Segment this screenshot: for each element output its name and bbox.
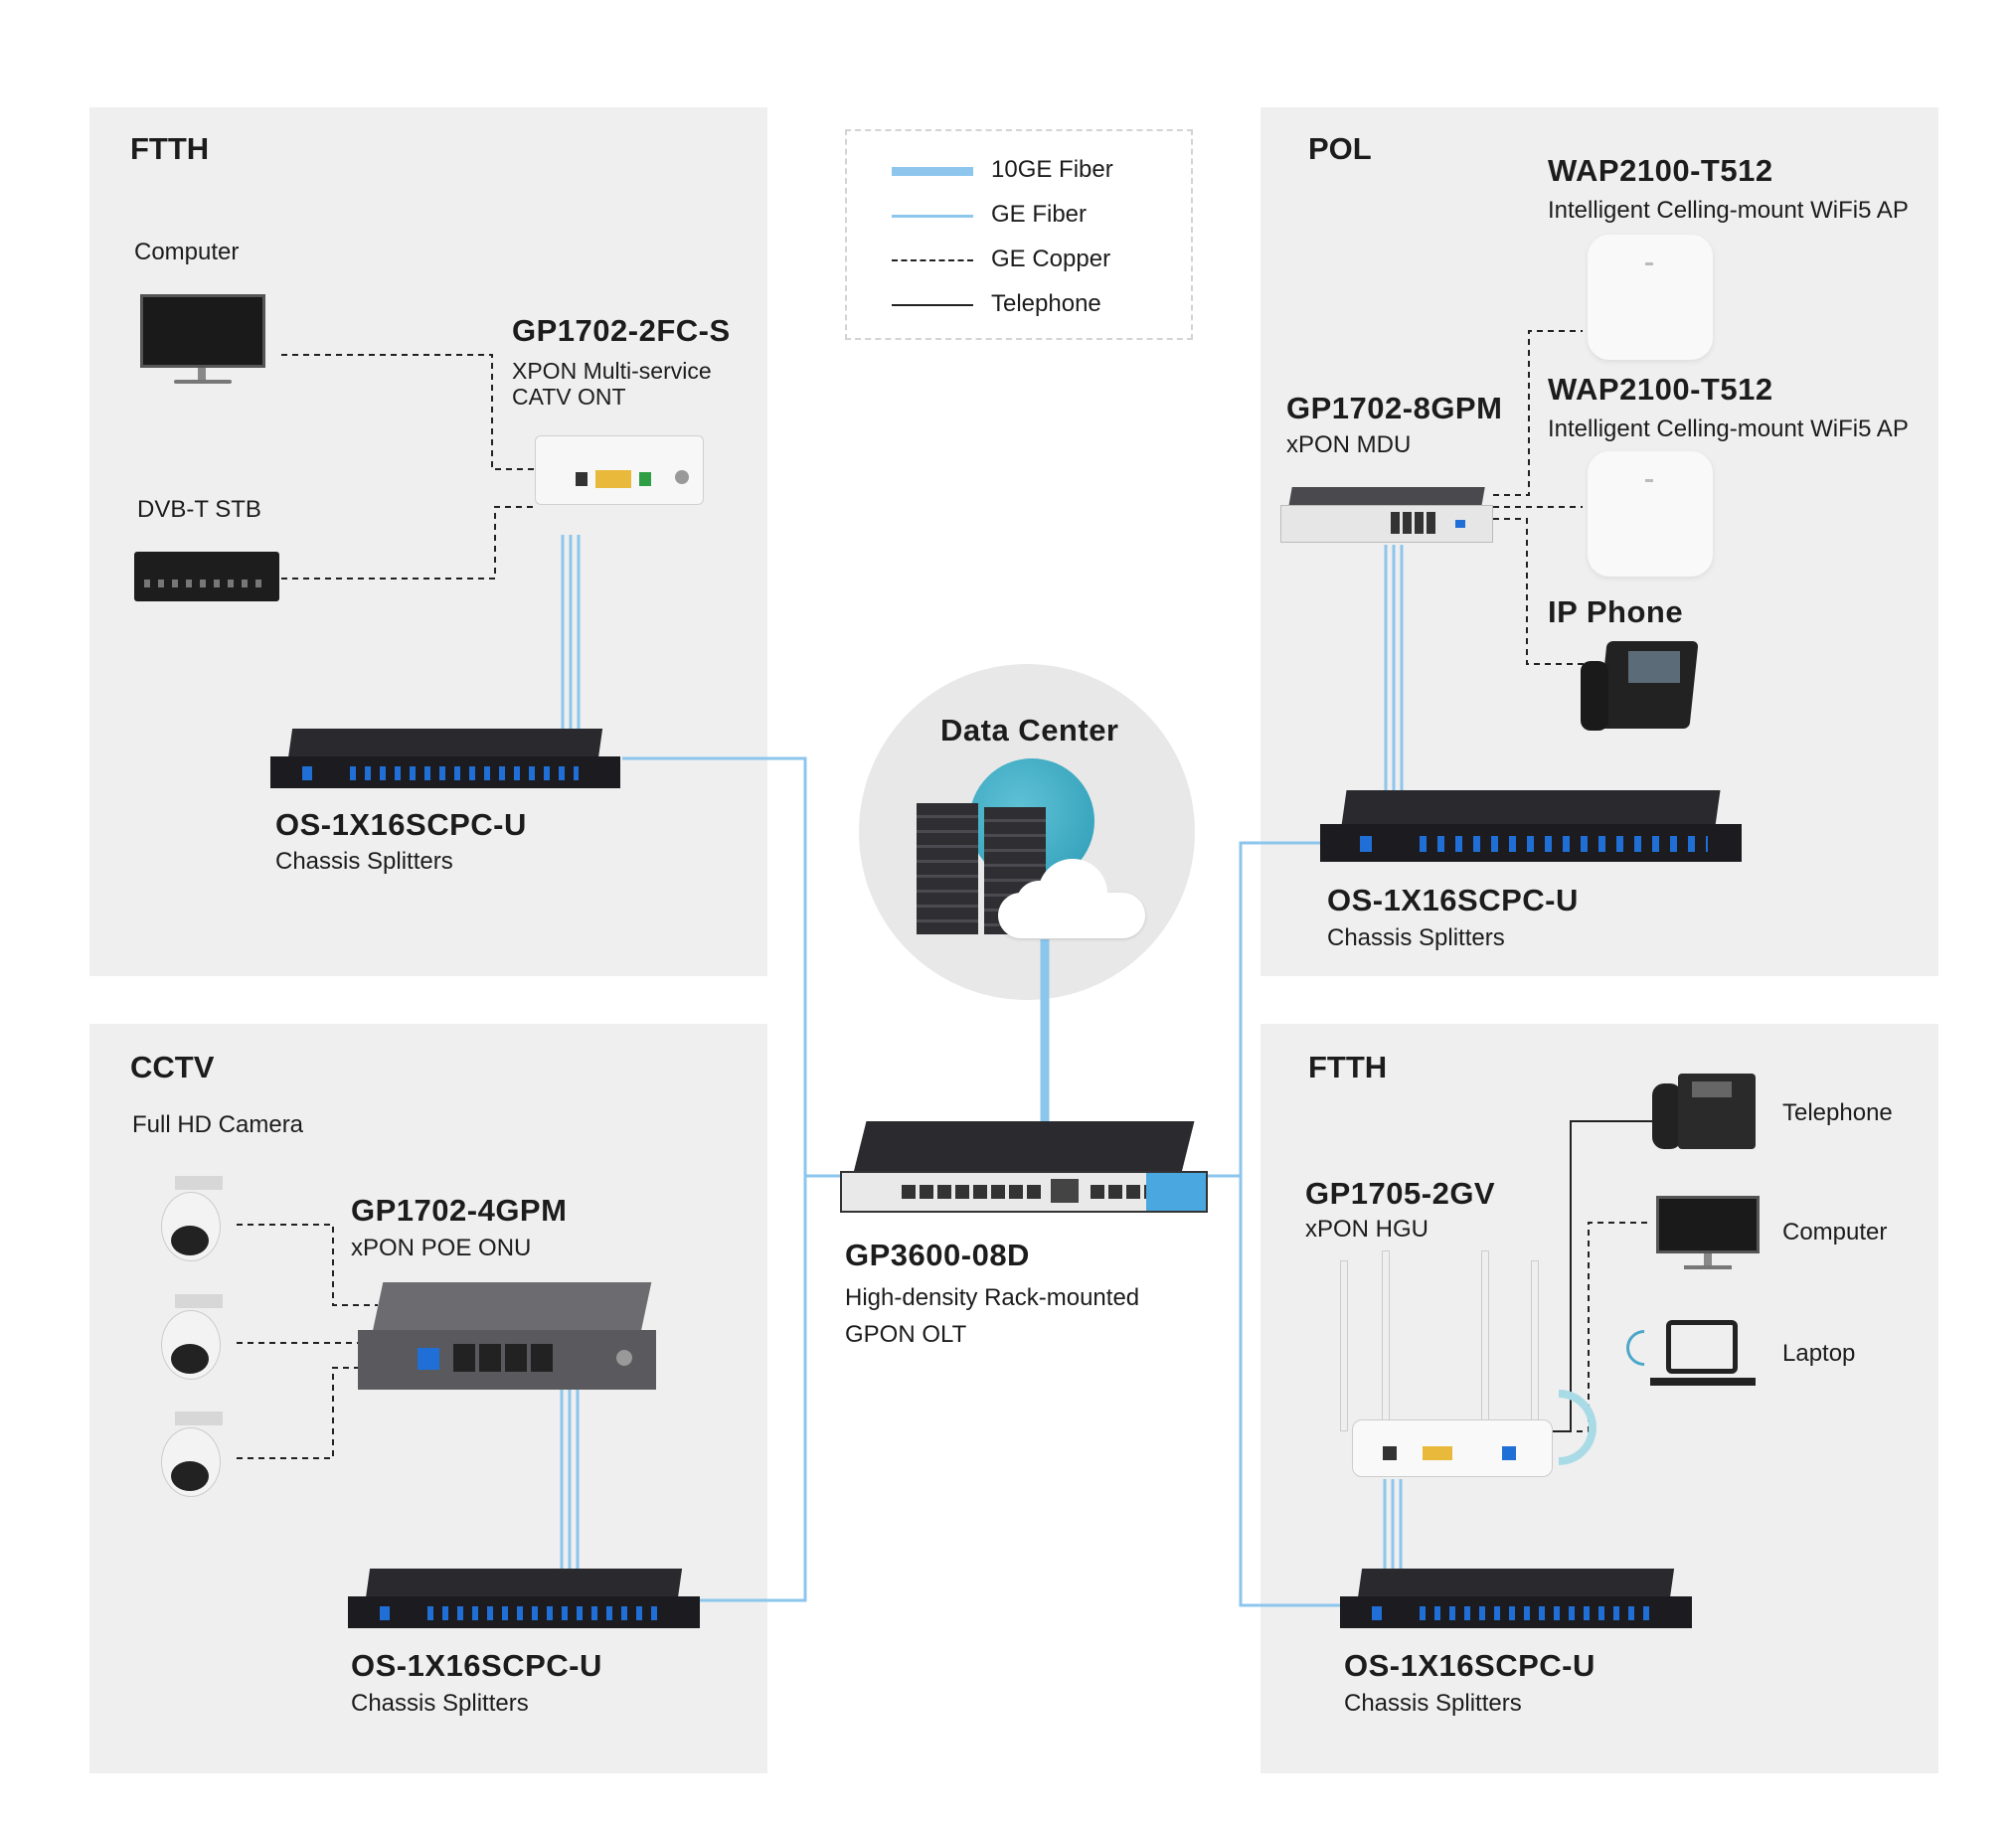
dashed-line-swatch bbox=[892, 259, 973, 261]
chassis-splitter-icon bbox=[1340, 1569, 1692, 1628]
laptop-icon bbox=[1618, 1320, 1760, 1392]
legend-label: GE Fiber bbox=[991, 201, 1088, 228]
monitor-icon bbox=[140, 294, 265, 390]
ap2-desc: Intelligent Celling-mount WiFi5 AP bbox=[1548, 415, 1909, 442]
ap2-model: WAP2100-T512 bbox=[1548, 372, 1773, 407]
zone-title-ftth-bottom: FTTH bbox=[1308, 1050, 1388, 1084]
desk-telephone-icon bbox=[1652, 1074, 1756, 1151]
legend-label: GE Copper bbox=[991, 246, 1111, 272]
ftth-top-panel bbox=[89, 107, 767, 976]
dome-camera-icon bbox=[159, 1294, 231, 1382]
mdu-switch-icon bbox=[1280, 487, 1493, 543]
server-rack-icon bbox=[917, 803, 978, 934]
solid-line-swatch bbox=[892, 304, 973, 306]
chassis-splitter-icon bbox=[270, 729, 620, 788]
set-top-box-icon bbox=[134, 552, 279, 601]
chassis-splitter-icon bbox=[1320, 790, 1742, 862]
cloud-icon bbox=[998, 859, 1145, 938]
onu-desc: xPON POE ONU bbox=[351, 1235, 532, 1261]
olt-model: GP3600-08D bbox=[845, 1238, 1030, 1272]
splitter-desc: Chassis Splitters bbox=[275, 848, 453, 875]
legend: 10GE Fiber GE Fiber GE Copper Telephone bbox=[845, 129, 1193, 340]
mdu-model: GP1702-8GPM bbox=[1286, 391, 1503, 425]
hgu-router-icon bbox=[1332, 1250, 1612, 1481]
ont-model: GP1702-2FC-S bbox=[512, 313, 731, 348]
wifi-ap-icon bbox=[1588, 451, 1713, 577]
ont-desc-2: CATV ONT bbox=[512, 384, 626, 410]
data-center-label: Data Center bbox=[940, 713, 1119, 748]
ip-phone-label: IP Phone bbox=[1548, 594, 1684, 629]
wifi-ap-icon bbox=[1588, 235, 1713, 360]
ont-device-icon bbox=[535, 435, 704, 505]
camera-label: Full HD Camera bbox=[132, 1111, 304, 1138]
hgu-model: GP1705-2GV bbox=[1305, 1176, 1496, 1211]
ap1-desc: Intelligent Celling-mount WiFi5 AP bbox=[1548, 197, 1909, 224]
splitter-model: OS-1X16SCPC-U bbox=[275, 807, 527, 842]
hgu-desc: xPON HGU bbox=[1305, 1216, 1429, 1243]
zone-title-cctv: CCTV bbox=[130, 1050, 215, 1084]
chassis-splitter-icon bbox=[348, 1569, 700, 1628]
olt-desc-1: High-density Rack-mounted bbox=[845, 1284, 1140, 1311]
computer-label: Computer bbox=[1782, 1219, 1888, 1246]
mdu-desc: xPON MDU bbox=[1286, 431, 1412, 458]
zone-title-pol: POL bbox=[1308, 131, 1372, 166]
zone-title-ftth-top: FTTH bbox=[130, 131, 210, 166]
splitter-model: OS-1X16SCPC-U bbox=[351, 1648, 602, 1683]
thin-blue-line-swatch bbox=[892, 215, 973, 218]
cctv-panel bbox=[89, 1024, 767, 1773]
splitter-desc: Chassis Splitters bbox=[351, 1690, 529, 1717]
telephone-label: Telephone bbox=[1782, 1099, 1893, 1126]
ftth-bottom-panel bbox=[1260, 1024, 1938, 1773]
stb-label: DVB-T STB bbox=[137, 496, 261, 523]
monitor-icon bbox=[1656, 1196, 1760, 1275]
poe-onu-icon bbox=[358, 1282, 656, 1390]
laptop-label: Laptop bbox=[1782, 1340, 1856, 1367]
ont-desc-1: XPON Multi-service bbox=[512, 358, 712, 384]
computer-label: Computer bbox=[134, 239, 240, 265]
splitter-model: OS-1X16SCPC-U bbox=[1344, 1648, 1596, 1683]
splitter-model: OS-1X16SCPC-U bbox=[1327, 883, 1579, 917]
dome-camera-icon bbox=[159, 1176, 231, 1263]
splitter-desc: Chassis Splitters bbox=[1344, 1690, 1522, 1717]
splitter-desc: Chassis Splitters bbox=[1327, 924, 1505, 951]
olt-desc-2: GPON OLT bbox=[845, 1321, 967, 1348]
ap1-model: WAP2100-T512 bbox=[1548, 153, 1773, 188]
legend-label: Telephone bbox=[991, 290, 1101, 317]
olt-device-icon bbox=[840, 1121, 1208, 1213]
ip-phone-icon bbox=[1581, 641, 1699, 741]
legend-label: 10GE Fiber bbox=[991, 156, 1113, 183]
onu-model: GP1702-4GPM bbox=[351, 1193, 568, 1228]
thick-blue-line-swatch bbox=[892, 167, 973, 176]
dome-camera-icon bbox=[159, 1412, 231, 1499]
